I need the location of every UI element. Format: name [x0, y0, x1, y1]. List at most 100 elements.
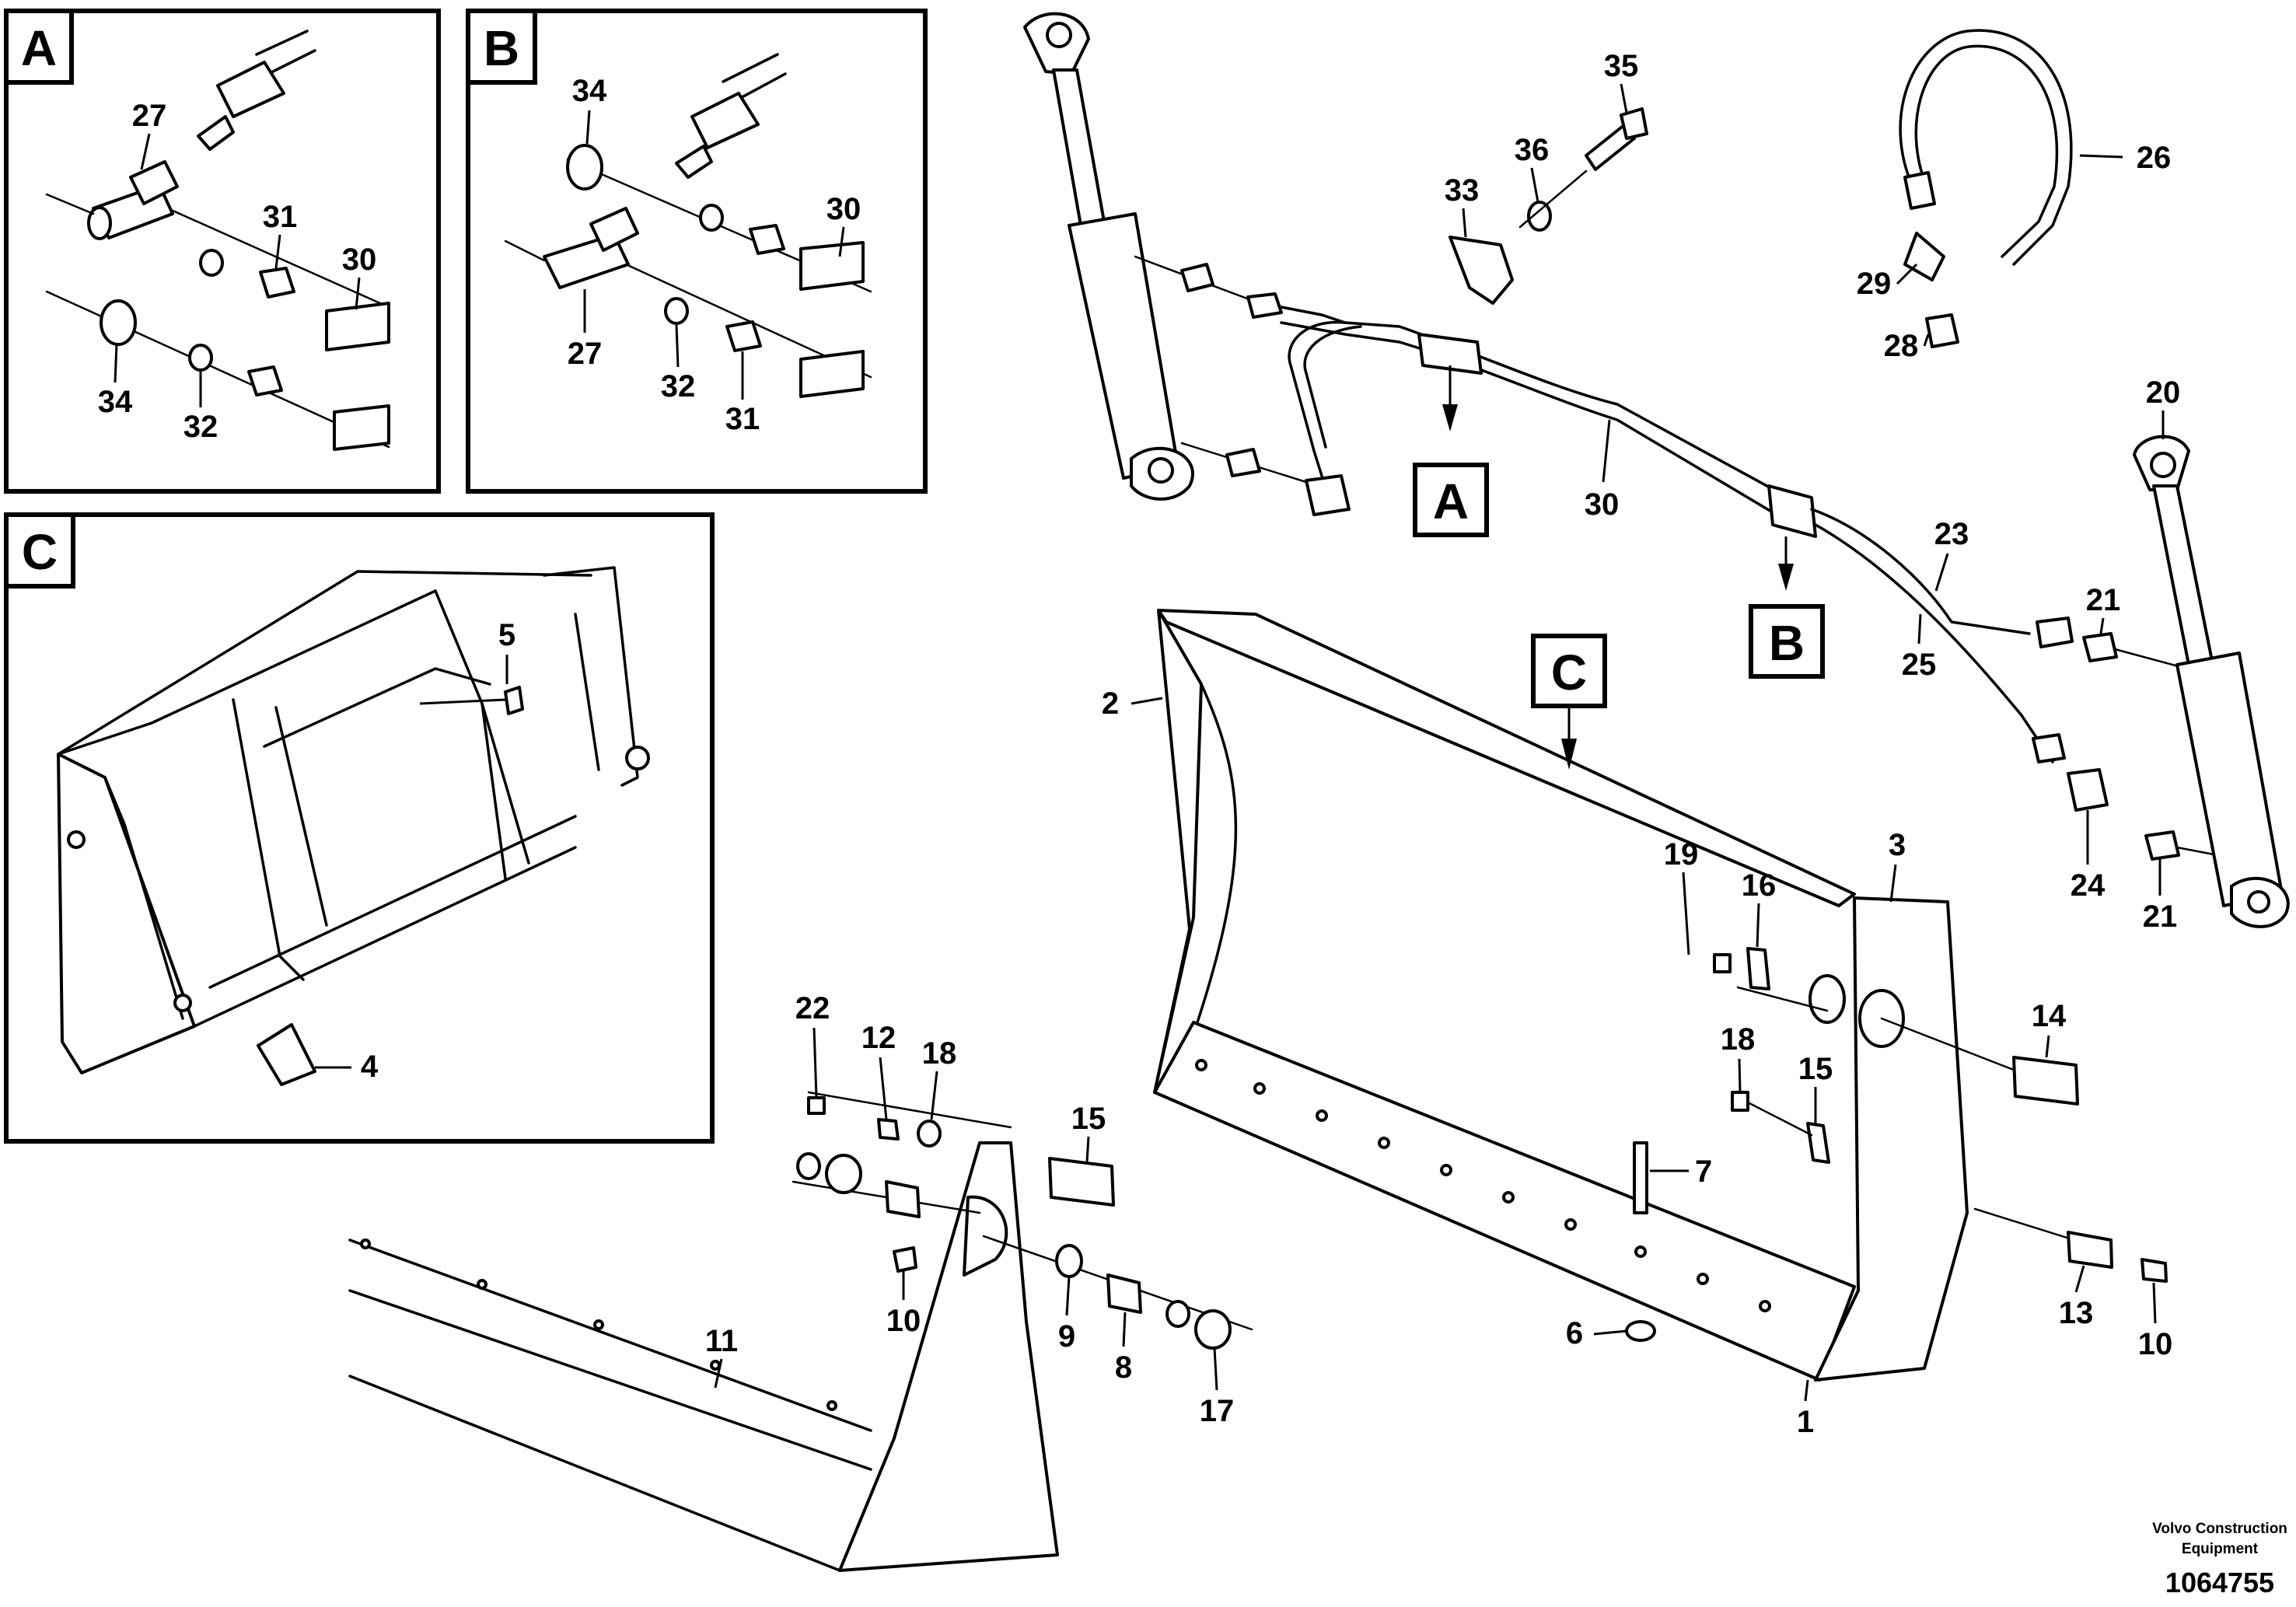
elbow-24 — [2067, 768, 2109, 812]
ring-9 — [1055, 1244, 1083, 1278]
marker-a-box — [1413, 463, 1489, 537]
axis-line-a1 — [45, 193, 390, 309]
bushing-8 — [1106, 1273, 1142, 1314]
brand-line-1: Volvo Construction — [2152, 1521, 2287, 1537]
nut-31-b — [725, 320, 762, 352]
callout-a-30: 30 — [342, 243, 377, 277]
adapter-21-lower — [2144, 830, 2180, 861]
washer-36 — [1527, 201, 1552, 232]
callout-17: 17 — [1200, 1394, 1235, 1428]
bolt-hole-c3 — [625, 746, 650, 770]
footer: Volvo Construction Equipment 1064755 — [2152, 1521, 2287, 1598]
callout-25: 25 — [1902, 648, 1937, 682]
hose-nipple-b — [675, 145, 713, 179]
right-side-plate — [543, 566, 639, 787]
tee-branch-27 — [129, 160, 179, 205]
pin-12 — [1048, 1157, 1115, 1207]
hose-a — [255, 30, 316, 75]
bolt-7 — [1633, 1141, 1648, 1214]
callout-23: 23 — [1934, 517, 1969, 551]
bushing-left-2 — [885, 1180, 921, 1218]
callout-a-31: 31 — [263, 200, 298, 234]
callout-a-27: 27 — [132, 99, 167, 133]
quick-coupler-left — [232, 698, 328, 981]
hose-26-fitting — [1903, 171, 1936, 210]
fitting-28 — [1925, 313, 1959, 348]
callout-30: 30 — [1585, 487, 1620, 522]
hose-b — [722, 53, 787, 103]
left-cylinder-barrel — [1068, 212, 1179, 480]
marker-b-arrow — [1778, 564, 1794, 591]
plate-15-left — [877, 1118, 900, 1141]
fitting-25-end — [2032, 733, 2066, 763]
callout-15-right: 15 — [1798, 1052, 1833, 1086]
callout-26: 26 — [2137, 141, 2172, 175]
callout-10-right: 10 — [2138, 1327, 2173, 1361]
ring-a1 — [199, 249, 224, 277]
callout-15-left: 12 — [861, 1021, 896, 1055]
callout-35: 35 — [1604, 49, 1639, 83]
tube-a2 — [333, 404, 390, 451]
callout-22: 18 — [922, 1036, 957, 1071]
callout-3: 3 — [1889, 828, 1906, 862]
panel-a-frame — [4, 9, 441, 494]
bolt-35 — [1585, 123, 1636, 171]
nut-a2 — [247, 365, 283, 397]
panel-b-frame — [466, 9, 928, 494]
hose-23 — [1810, 508, 2031, 635]
fitting-left-upper — [1180, 263, 1214, 292]
bolt-hole-c1 — [67, 830, 86, 849]
callout-14: 14 — [2032, 999, 2067, 1033]
callout-a-32: 32 — [183, 410, 218, 444]
tee-branch-27-b — [589, 207, 639, 252]
clamp-33 — [1449, 236, 1514, 305]
marker-c-label: C — [1551, 645, 1587, 700]
hose-25 — [1814, 523, 2054, 763]
callout-36: 36 — [1515, 133, 1550, 167]
pin-13 — [2067, 1231, 2113, 1269]
nut-b1 — [749, 224, 785, 255]
crossbar — [263, 667, 491, 748]
callout-20: 20 — [2146, 376, 2181, 410]
bracket-29 — [1903, 232, 1945, 281]
marker-a-arrow — [1442, 404, 1458, 431]
part-4-wedge — [257, 1023, 316, 1086]
tee-port-27 — [87, 206, 112, 240]
marker-b-label: B — [1769, 615, 1805, 671]
quick-coupler-right — [434, 589, 530, 880]
washer-22 — [917, 1120, 942, 1148]
bolt-35-head — [1620, 107, 1648, 140]
panel-c-tag — [4, 512, 75, 589]
callout-b-32: 32 — [661, 369, 696, 403]
hose-nipple-a — [197, 115, 235, 151]
grease-nipple-10-left — [893, 1246, 917, 1273]
main-lower-assembly — [348, 1091, 1253, 1572]
bolt-18-right — [1731, 1091, 1749, 1112]
hose-26 — [1899, 29, 2073, 266]
grease-nipple-10-right — [2140, 1258, 2168, 1283]
bolt-19 — [1713, 953, 1732, 973]
panel-c-label: C — [22, 524, 58, 580]
callout-13: 13 — [2059, 1296, 2094, 1330]
lower-bucket-edges — [348, 1238, 872, 1572]
callout-b-30: 30 — [826, 192, 861, 226]
ring-32-a — [188, 344, 213, 372]
detail-panel-a: A 27 31 30 34 32 — [4, 9, 441, 494]
callout-6: 6 — [1566, 1316, 1583, 1350]
pin-14 — [2012, 1056, 2079, 1106]
elbow-left-lower — [1305, 474, 1351, 516]
panel-b-label: B — [484, 20, 519, 76]
callout-24: 24 — [2071, 868, 2106, 903]
callout-18-right: 18 — [1721, 1022, 1756, 1057]
main-callouts: 35 36 33 26 29 28 20 30 23 21 25 2 3 19 … — [705, 49, 2180, 1439]
fitting-left-upper-2 — [1246, 292, 1283, 319]
adapter-34-b — [566, 144, 603, 190]
callout-29: 29 — [1857, 267, 1892, 301]
callout-33: 33 — [1445, 173, 1480, 208]
callout-19: 19 — [1664, 837, 1699, 872]
callout-c-5: 5 — [498, 618, 515, 652]
right-cylinder-rod — [2152, 484, 2214, 666]
callout-21-upper: 21 — [2086, 583, 2121, 617]
connector-b — [1767, 484, 1817, 538]
